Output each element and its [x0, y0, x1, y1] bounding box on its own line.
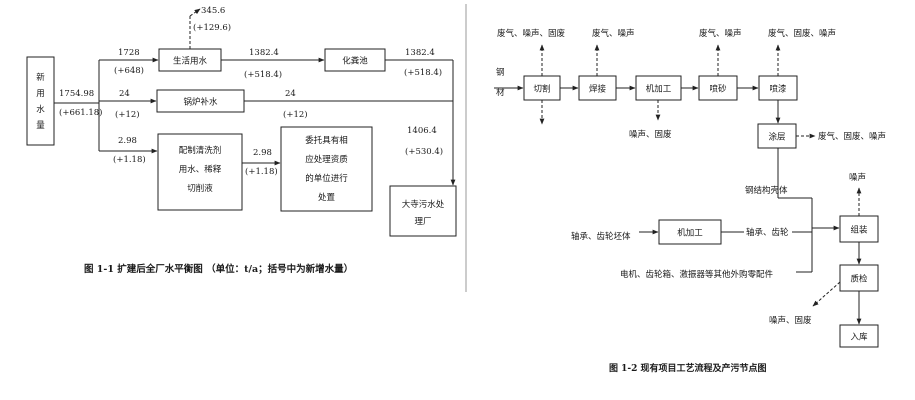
evaporation-loss-arrow [189, 8, 201, 17]
water-balance-diagram: 新 用 水 量 生活用水 化粪池 锅炉补水 配制清洗剂 用水、稀释 切削液 委托… [26, 6, 457, 275]
sewage-plant-label-2: 理厂 [414, 217, 431, 227]
loss-value: 345.6 [201, 6, 225, 16]
machining-step-label: 机加工 [646, 84, 672, 95]
total-flow-value: 1754.98 [59, 89, 94, 99]
cleaning-label-1: 配制清洗剂 [179, 145, 222, 156]
total-flow-added: (+661.18) [59, 107, 103, 118]
entrusted-label-4: 处置 [318, 192, 336, 203]
cleaning-out-value: 2.98 [253, 148, 272, 158]
domestic-water-label: 生活用水 [173, 56, 208, 67]
entrusted-label-2: 应处理资质 [305, 154, 348, 165]
new-water-box [26, 56, 55, 146]
boiler-out-value: 24 [285, 89, 296, 99]
spray-step-label: 喷漆 [769, 84, 787, 95]
coat-pollutants-label: 废气、固废、噪声 [818, 131, 886, 142]
domestic-in-added: (+648) [114, 65, 144, 76]
coat-step-box [757, 123, 797, 149]
domestic-in-value: 1728 [118, 48, 140, 58]
cut-pollutants-label: 废气、噪声、固废 [497, 28, 566, 39]
cleaning-label-3: 切削液 [187, 183, 213, 194]
cleaning-out-added: (+1.18) [245, 166, 278, 177]
storage-step-box [839, 324, 879, 348]
bearing-blank-label: 轴承、齿轮坯体 [571, 231, 631, 242]
new-water-label-3: 水 [36, 104, 45, 115]
inspect-pollutants-label: 噪声、固废 [769, 315, 812, 326]
bearing-label: 轴承、齿轮 [746, 227, 789, 238]
steel-input-label-1: 钢 [496, 67, 505, 78]
boiler-in-added: (+12) [115, 109, 140, 120]
domestic-out-value: 1382.4 [249, 48, 279, 58]
plant-in-added: (+530.4) [405, 146, 443, 157]
sewage-plant-box [389, 185, 457, 237]
cleaning-in-value: 2.98 [118, 136, 137, 146]
new-water-label-2: 用 [36, 89, 45, 99]
cleaning-water-box [157, 133, 243, 211]
septic-out-value: 1382.4 [405, 48, 435, 58]
sand-pollutants-label: 废气、噪声 [699, 28, 742, 39]
spray-pollutants-label: 废气、固废、噪声 [768, 28, 836, 39]
entrusted-disposal-box [280, 126, 373, 212]
boiler-out-added: (+12) [283, 109, 308, 120]
cleaning-in-added: (+1.18) [113, 154, 146, 165]
boiler-in-value: 24 [119, 89, 130, 99]
machining2-step-label: 机加工 [677, 228, 703, 239]
machining-pollutants-label: 噪声、固废 [629, 129, 672, 140]
inspect-step-box [839, 264, 879, 292]
coat-step-label: 涂层 [768, 132, 785, 143]
purchased-parts-label: 电机、齿轮箱、激振器等其他外购零配件 [620, 269, 774, 280]
storage-step-label: 入库 [850, 332, 868, 343]
figure-1-2-caption: 图 1-2 现有项目工艺流程及产污节点图 [609, 362, 767, 374]
septic-out-added: (+518.4) [404, 67, 442, 78]
process-flow-diagram: 废气、噪声、固废 废气、噪声 废气、噪声 废气、固废、噪声 钢 材 切割 焊接 … [494, 28, 886, 374]
new-water-label-1: 新 [36, 72, 45, 83]
new-water-label-4: 量 [36, 121, 45, 131]
loss-added: (+129.6) [193, 22, 231, 33]
plant-in-value: 1406.4 [407, 126, 437, 136]
septic-tank-label: 化粪池 [342, 56, 368, 67]
figure-1-1-caption: 图 1-1 扩建后全厂水平衡图 （单位：t/a；括号中为新增水量） [84, 263, 353, 275]
entrusted-label-1: 委托具有相 [305, 135, 348, 146]
cleaning-label-2: 用水、稀释 [179, 164, 222, 175]
boiler-water-label: 锅炉补水 [183, 97, 218, 108]
sewage-plant-label-1: 大寺污水处 [402, 199, 445, 210]
machining2-step-box [658, 219, 722, 245]
steel-input-label-2: 材 [496, 87, 505, 98]
machining-step-box [635, 75, 682, 101]
entrusted-label-3: 的单位进行 [305, 173, 348, 184]
assemble-step-label: 组装 [850, 225, 868, 236]
sandblast-step-label: 喷砂 [709, 84, 727, 95]
weld-pollutants-label: 废气、噪声 [592, 28, 635, 39]
inspect-emission-arrow [812, 281, 841, 307]
cut-step-label: 切割 [533, 84, 550, 95]
inspect-step-label: 质检 [850, 274, 868, 285]
domestic-out-added: (+518.4) [244, 69, 282, 80]
assemble-pollutants-label: 噪声 [849, 172, 866, 183]
shell-label: 钢结构壳体 [745, 185, 788, 196]
weld-step-label: 焊接 [589, 84, 607, 95]
spray-step-box [758, 75, 798, 101]
sandblast-step-box [698, 75, 738, 101]
